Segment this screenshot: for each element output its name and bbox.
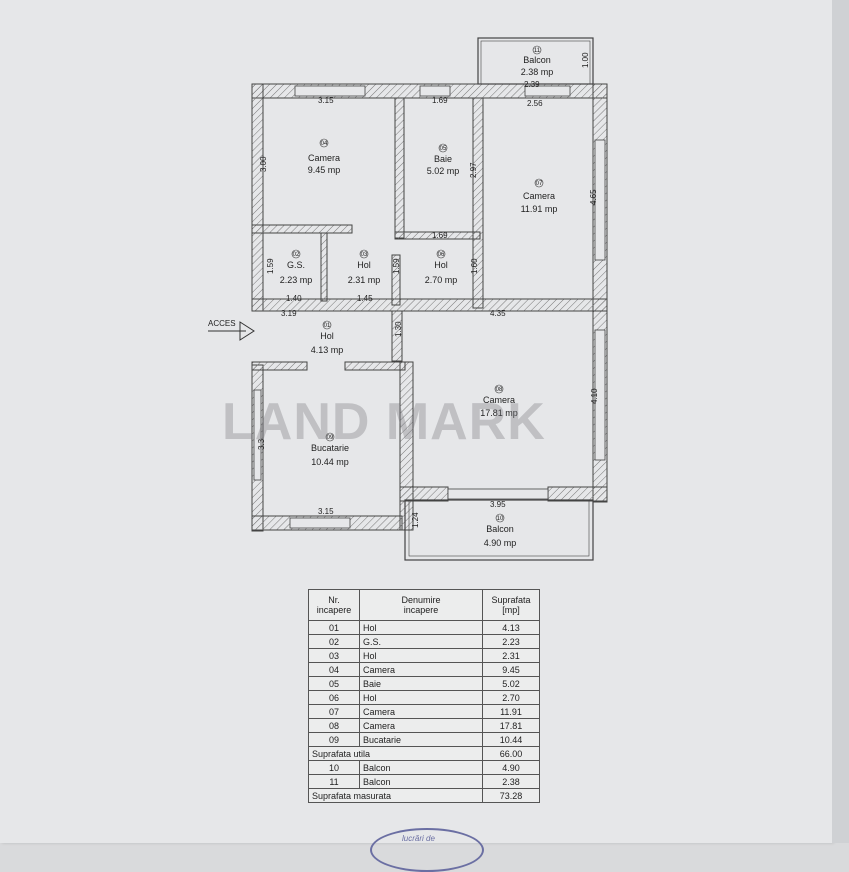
stamp: lucrări de: [370, 828, 484, 872]
svg-text:G.S.: G.S.: [287, 260, 305, 270]
svg-text:2.38 mp: 2.38 mp: [521, 67, 554, 77]
room-11: 11 Balcon 2.38 mp: [521, 45, 554, 77]
svg-text:Balcon: Balcon: [486, 524, 514, 534]
svg-text:Balcon: Balcon: [523, 55, 551, 65]
walls: [251, 83, 608, 532]
watermark: LAND MARK: [222, 393, 546, 451]
svg-text:1.59: 1.59: [266, 258, 275, 274]
svg-text:1.24: 1.24: [411, 512, 420, 528]
svg-text:3.15: 3.15: [318, 507, 334, 516]
svg-text:3.15: 3.15: [318, 96, 334, 105]
svg-text:08: 08: [496, 387, 503, 393]
svg-text:03: 03: [361, 252, 368, 258]
svg-text:11: 11: [534, 48, 541, 54]
svg-text:02: 02: [293, 252, 300, 258]
svg-text:3.00: 3.00: [259, 156, 268, 172]
svg-text:04: 04: [321, 141, 328, 147]
dimension-labels: 3.15 1.69 2.39 2.56 1.00 3.00 2.97 4.65 …: [257, 52, 599, 528]
svg-text:05: 05: [440, 146, 447, 152]
svg-text:1.30: 1.30: [394, 321, 403, 337]
svg-text:17.81 mp: 17.81 mp: [480, 408, 518, 418]
svg-text:01: 01: [324, 323, 331, 329]
room-06: 06 Hol 2.70 mp: [425, 249, 458, 285]
header-area: Suprafata [mp]: [482, 589, 540, 621]
svg-text:2.31 mp: 2.31 mp: [348, 275, 381, 285]
room-09: 09 Bucatarie 10.44 mp: [311, 432, 349, 467]
svg-text:1.60: 1.60: [470, 258, 479, 274]
windows: [253, 85, 606, 529]
room-05: 05 Baie 5.02 mp: [427, 143, 460, 176]
svg-text:Camera: Camera: [523, 191, 555, 201]
room-labels: 04 Camera 9.45 mp 05 Baie 5.02 mp 07 Cam…: [280, 45, 558, 548]
svg-text:4.35: 4.35: [490, 309, 506, 318]
svg-text:07: 07: [536, 181, 543, 187]
room-03: 03 Hol 2.31 mp: [348, 249, 381, 285]
svg-text:4.13 mp: 4.13 mp: [311, 345, 344, 355]
svg-text:2.97: 2.97: [469, 162, 478, 178]
svg-text:1.40: 1.40: [286, 294, 302, 303]
svg-text:3.3: 3.3: [257, 438, 266, 450]
svg-text:Bucatarie: Bucatarie: [311, 443, 349, 453]
access-arrow: [208, 321, 255, 341]
svg-text:2.23 mp: 2.23 mp: [280, 275, 313, 285]
svg-text:11.91 mp: 11.91 mp: [521, 204, 558, 214]
svg-text:2.56: 2.56: [527, 99, 543, 108]
svg-text:9.45 mp: 9.45 mp: [308, 165, 341, 175]
svg-text:1.45: 1.45: [357, 294, 373, 303]
svg-text:4.90 mp: 4.90 mp: [484, 538, 517, 548]
svg-text:Baie: Baie: [434, 154, 452, 164]
header-name: Denumire incapere: [359, 589, 483, 621]
svg-text:09: 09: [327, 435, 334, 441]
room-area-table: Nr. incapere Denumire incapere Suprafata…: [308, 589, 540, 803]
room-01: 01 Hol 4.13 mp: [311, 320, 344, 355]
room-07: 07 Camera 11.91 mp: [521, 178, 558, 214]
svg-text:10: 10: [497, 516, 504, 522]
svg-text:Camera: Camera: [483, 395, 515, 405]
svg-text:2.39: 2.39: [524, 80, 540, 89]
table-header-row: Nr. incapere Denumire incapere Suprafata…: [308, 589, 540, 621]
svg-text:Hol: Hol: [320, 331, 334, 341]
svg-text:1.59: 1.59: [392, 258, 401, 274]
svg-text:1.69: 1.69: [432, 231, 448, 240]
svg-text:1.00: 1.00: [581, 52, 590, 68]
svg-text:5.02 mp: 5.02 mp: [427, 166, 460, 176]
room-02: 02 G.S. 2.23 mp: [280, 249, 313, 285]
header-nr: Nr. incapere: [308, 589, 360, 621]
svg-text:3.19: 3.19: [281, 309, 297, 318]
room-10: 10 Balcon 4.90 mp: [484, 513, 517, 548]
svg-text:1.69: 1.69: [432, 96, 448, 105]
balconies: [404, 37, 594, 561]
svg-text:10.44 mp: 10.44 mp: [311, 457, 349, 467]
svg-text:3.95: 3.95: [490, 500, 506, 509]
room-04: 04 Camera 9.45 mp: [308, 138, 341, 175]
access-label: ACCES: [208, 319, 236, 328]
svg-text:Hol: Hol: [434, 260, 448, 270]
svg-text:2.70 mp: 2.70 mp: [425, 275, 458, 285]
page-edge: [832, 0, 849, 843]
svg-text:4.65: 4.65: [589, 189, 598, 205]
room-08: 08 Camera 17.81 mp: [480, 384, 518, 418]
svg-text:4.10: 4.10: [590, 388, 599, 404]
svg-text:06: 06: [438, 252, 445, 258]
floor-plan: ACCES 04 Camera 9.45 mp 05 Baie 5.02 mp …: [208, 37, 608, 561]
svg-text:Hol: Hol: [357, 260, 371, 270]
svg-text:Camera: Camera: [308, 153, 340, 163]
